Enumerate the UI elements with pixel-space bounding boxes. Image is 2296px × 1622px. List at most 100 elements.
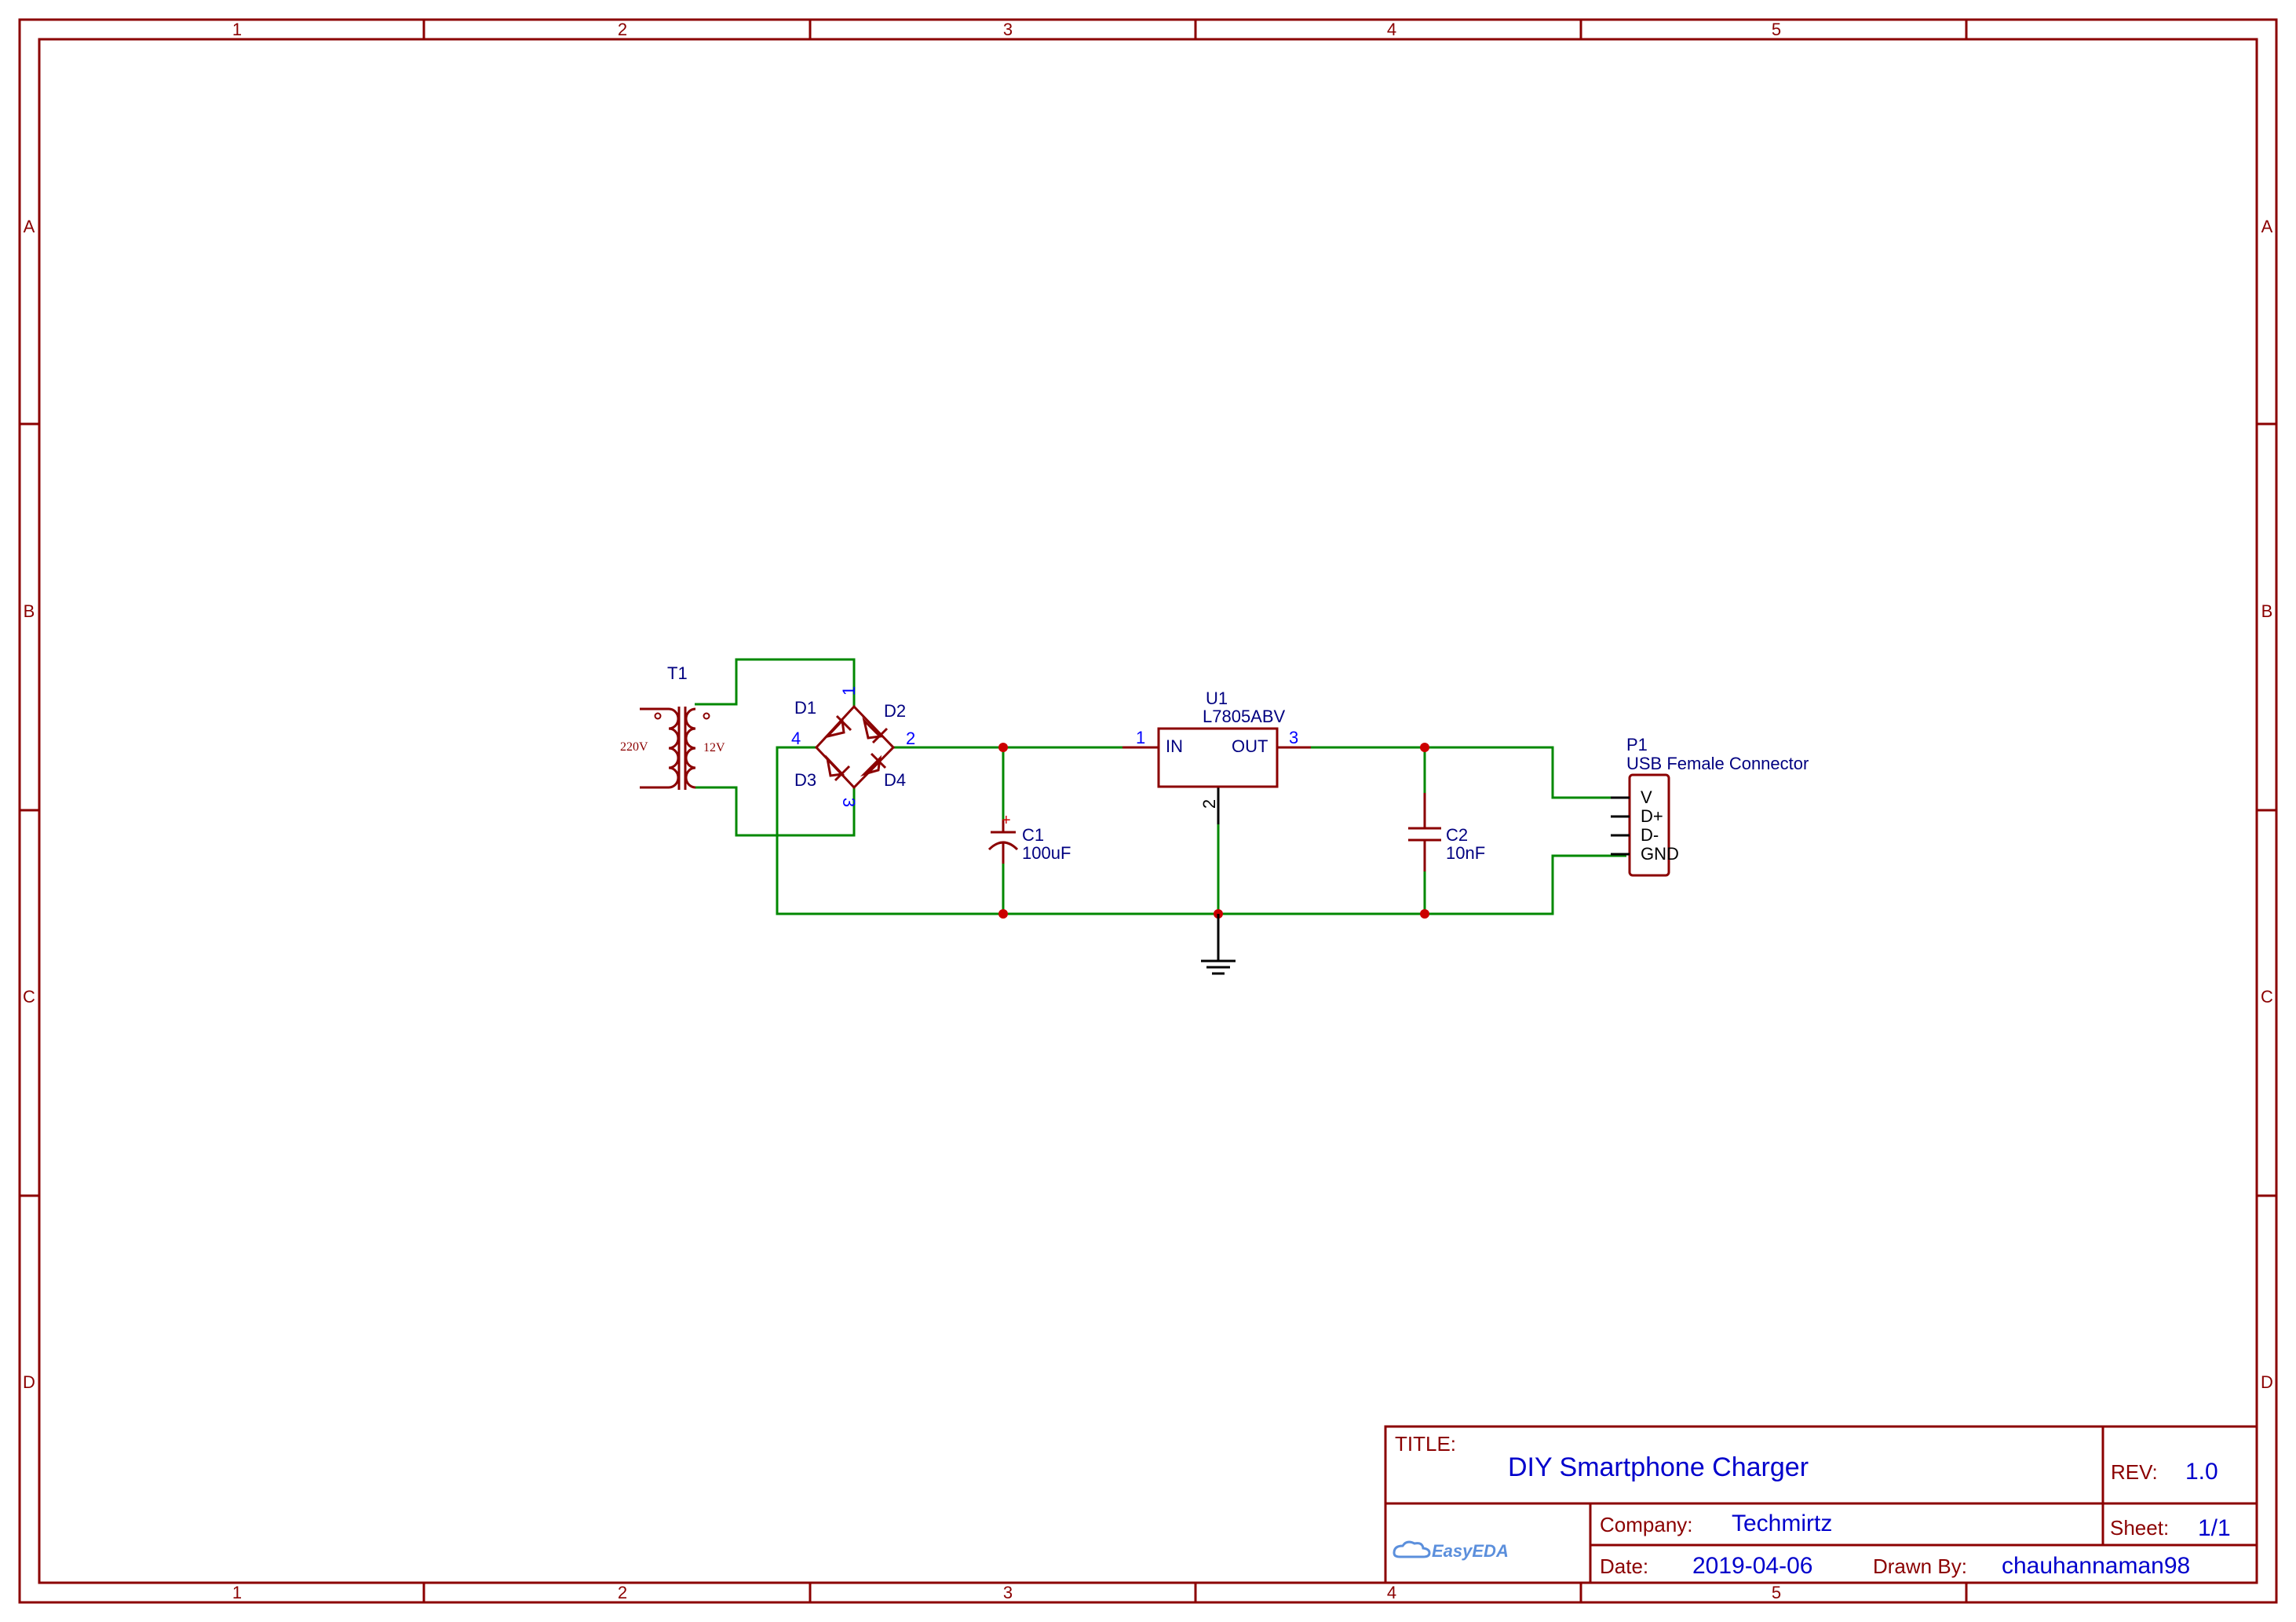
bridge-pin-4: 4: [791, 729, 801, 748]
wires: [695, 658, 1626, 915]
junction-dot: [1420, 909, 1429, 919]
col-label-bottom: 4: [1387, 1583, 1396, 1602]
u1-value: L7805ABV: [1203, 707, 1286, 726]
p1-body: [1628, 773, 1670, 877]
diode-d2-bar: [871, 727, 889, 744]
row-label-right: D: [2261, 1372, 2273, 1392]
col-label-bottom: 5: [1772, 1583, 1781, 1602]
usb-connector-p1: V D+ D- GND P1 USB Female Connector: [1611, 735, 1809, 877]
t1-primary-coil: [668, 707, 680, 789]
outer-border: [18, 18, 2278, 1604]
col-label-top: 2: [618, 20, 627, 39]
col-label-top: 1: [232, 20, 242, 39]
col-label-bottom: 3: [1003, 1583, 1013, 1602]
diode-d2-icon: [862, 717, 883, 740]
row-label-right: A: [2261, 217, 2273, 236]
rev-value: 1.0: [2185, 1459, 2218, 1485]
wire-bridge-neg: [776, 746, 1626, 915]
p1-ref: P1: [1626, 735, 1648, 754]
u1-ref: U1: [1206, 689, 1228, 708]
junctions: [998, 743, 1429, 919]
diode-d4-bar: [870, 752, 887, 769]
u1-pin-1: 1: [1136, 728, 1145, 747]
row-label-left: C: [23, 987, 35, 1006]
col-label-top: 5: [1772, 20, 1781, 39]
date-value: 2019-04-06: [1692, 1553, 1812, 1579]
bridge-pin-3: 3: [839, 798, 859, 807]
inner-border: [38, 38, 2258, 1584]
c1-value: 100uF: [1022, 843, 1071, 863]
diode-d3-icon: [825, 754, 845, 777]
wire-u1-out: [1311, 746, 1626, 799]
sheet-label: Sheet:: [2110, 1516, 2169, 1540]
transformer-t1: T1 220V 12V: [620, 663, 725, 790]
bridge-outline: [814, 704, 896, 790]
sheet-frame: [18, 18, 2278, 1604]
p1-value: USB Female Connector: [1626, 754, 1809, 773]
c1-polarity: +: [1002, 812, 1011, 829]
u1-body: [1157, 727, 1279, 788]
easyeda-logo: EasyEDA: [1393, 1540, 1509, 1561]
title-block: TITLE: DIY Smartphone Charger REV: 1.0 C…: [1384, 1425, 2258, 1584]
frame-labels: 1 2 3 4 5 1 2 3 4 5 A B C D A B C D: [23, 20, 2273, 1602]
cloud-icon: [1393, 1540, 1431, 1558]
regulator-u1: U1 L7805ABV IN OUT 1 3 2: [1122, 689, 1311, 824]
title-value: DIY Smartphone Charger: [1508, 1452, 1809, 1482]
c1-ref: C1: [1022, 825, 1044, 845]
bridge-rectifier: D1 D2 D3 D4 1 2 3 4: [791, 686, 915, 807]
col-label-bottom: 2: [618, 1583, 627, 1602]
p1-pin-label: D-: [1641, 825, 1659, 845]
t1-secondary-coil: [684, 707, 696, 789]
date-label: Date:: [1600, 1554, 1648, 1578]
col-label-bottom: 1: [232, 1583, 242, 1602]
col-label-top: 3: [1003, 20, 1013, 39]
t1-primary-label: 220V: [620, 740, 648, 754]
wire-t1-bottom: [695, 786, 856, 837]
p1-pin-label: V: [1641, 787, 1652, 807]
rev-label: REV:: [2111, 1460, 2158, 1484]
p1-pin-label: D+: [1641, 806, 1663, 826]
diode-d2-ref: D2: [884, 701, 906, 721]
t1-ref: T1: [667, 663, 688, 683]
junction-dot: [1420, 743, 1429, 752]
sheet-value: 1/1: [2198, 1515, 2231, 1541]
u1-out-label: OUT: [1232, 736, 1268, 756]
capacitor-c2: [1408, 793, 1441, 871]
junction-dot: [998, 909, 1008, 919]
wire-t1-top: [695, 658, 856, 707]
company-value: Techmirtz: [1732, 1511, 1832, 1536]
drawn-by-label: Drawn By:: [1873, 1554, 1967, 1578]
diode-d1-ref: D1: [794, 698, 816, 718]
t1-dot: [654, 712, 662, 720]
row-label-right: B: [2261, 601, 2273, 621]
diode-d3-ref: D3: [794, 770, 816, 790]
u1-in-label: IN: [1166, 736, 1183, 756]
row-label-right: C: [2261, 987, 2273, 1006]
u1-pin-2: 2: [1199, 799, 1219, 809]
ground-icon: [1201, 914, 1236, 975]
c2-ref: C2: [1446, 825, 1468, 845]
capacitor-c1: + C1 100uF: [987, 812, 1071, 864]
diode-d4-icon: [860, 754, 882, 776]
diode-d4-ref: D4: [884, 770, 906, 790]
title-label: TITLE:: [1395, 1432, 1456, 1456]
junction-dot: [998, 743, 1008, 752]
c2-value: 10nF: [1446, 843, 1485, 863]
row-label-left: A: [24, 217, 35, 236]
bridge-pin-1: 1: [839, 686, 859, 696]
company-label: Company:: [1600, 1513, 1693, 1536]
row-label-left: D: [23, 1372, 35, 1392]
col-label-top: 4: [1387, 20, 1396, 39]
bridge-pin-2: 2: [906, 729, 915, 748]
diode-d1-bar: [835, 714, 852, 732]
row-label-left: B: [24, 601, 35, 621]
logo-text: EasyEDA: [1432, 1541, 1509, 1561]
diode-d3-bar: [834, 765, 851, 782]
t1-secondary-label: 12V: [703, 741, 725, 754]
diode-d1-icon: [823, 718, 845, 739]
p1-pin-label: GND: [1641, 844, 1679, 864]
t1-dot: [703, 712, 710, 720]
u1-pin-3: 3: [1289, 728, 1298, 747]
drawn-by-value: chauhannaman98: [2002, 1553, 2190, 1579]
